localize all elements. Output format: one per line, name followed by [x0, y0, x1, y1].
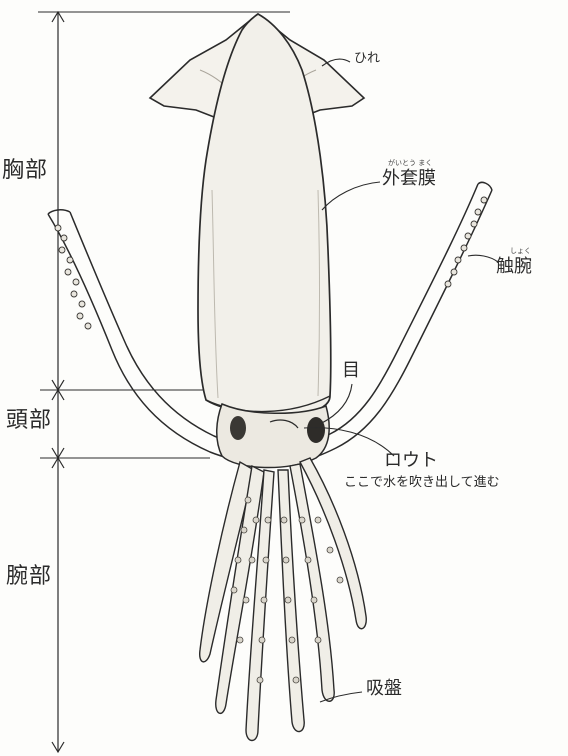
leader-lines [304, 59, 498, 702]
mantle-label: 外套膜 [382, 170, 436, 188]
funnel-note: ここで水を吹き出して進む [344, 476, 500, 489]
sucker-label: 吸盤 [366, 680, 402, 698]
chest-label: 胸部 [2, 160, 48, 182]
arms [200, 458, 367, 741]
head-shape [217, 404, 329, 468]
mantle-ruby: がいとう まく [388, 158, 432, 168]
arms-label: 腕部 [6, 566, 52, 588]
left-eye [230, 416, 246, 440]
head-label: 頭部 [6, 410, 52, 432]
right-eye [307, 417, 325, 443]
eye-label: 目 [342, 362, 360, 380]
tentacle-left-club-suckers [55, 225, 91, 329]
tentacle-label: 触腕 [496, 258, 532, 276]
funnel-label: ロウト [384, 452, 438, 470]
fin-label: ひれ [354, 52, 380, 65]
tentacle-ruby: しょく [510, 246, 531, 256]
